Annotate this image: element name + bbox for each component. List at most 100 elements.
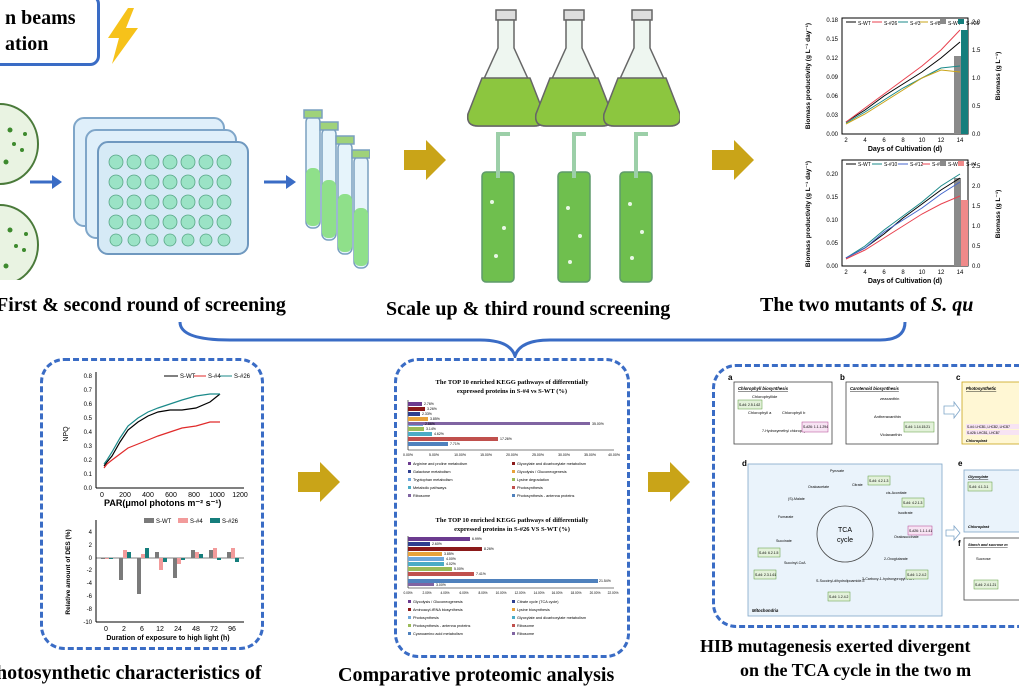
kegg1-xticks: 0.00% 5.00% 10.00% 15.00% 20.00% 25.00% … [403, 453, 620, 457]
kegg1-title-1: The TOP 10 enriched KEGG pathways of dif… [436, 379, 590, 386]
caption-mutants: The two mutants of S. qu [760, 294, 973, 317]
light-treatment-line1: n beams [5, 7, 76, 29]
chart-top-xtick-2: 6 [882, 138, 886, 144]
pathway-e-title: Glyoxylate [968, 474, 989, 479]
kegg2-bar-label-0: 6.99% [472, 537, 482, 541]
process-arrow-2 [712, 140, 754, 180]
chart-mid-legend-0: S-WT [858, 162, 871, 168]
npq-ylabel: NPQ [63, 426, 70, 442]
tca-nodes: Pyruvate Citrate cis-Aconitate Isocitrat… [776, 469, 919, 583]
kegg1-xtick-1: 5.00% [429, 453, 439, 457]
tca-node-3: Isocitrate [898, 511, 913, 515]
tca-node-5: 2-Oxoglutarate [884, 557, 908, 561]
npq-ytick-1: 0.1 [84, 472, 93, 478]
kegg2-xtick-8: 16.00% [552, 591, 563, 595]
des-xtick-2: 6 [140, 626, 144, 633]
chart-mid-xtick-4: 10 [919, 270, 926, 276]
kegg1-xtick-4: 20.00% [506, 453, 518, 457]
blue-arrow-icon-2 [264, 175, 296, 189]
pathway-a-n2: Chlorophyll a [748, 410, 772, 415]
kegg2-bar-labels: 6.99% 2.60% 8.26% 3.85% 4.00% 4.02% 5.00… [432, 537, 611, 587]
pathway-c-letter: c [956, 373, 961, 382]
npq-xtick-3: 600 [165, 492, 177, 499]
kegg1-bar-label-9: 7.71% [450, 442, 460, 446]
pathway-f-e1: S-#4: 2.4.1.21 [975, 583, 996, 587]
pathway-b-title: Carotenoid biosynthesis [850, 386, 900, 391]
des-legend-2: S-#26 [222, 519, 239, 525]
kegg1-bar-label-5: 3.14% [426, 427, 436, 431]
des-xticks: 0 2 6 12 24 48 72 96 [104, 626, 236, 633]
kegg1-xtick-8: 40.00% [608, 453, 620, 457]
kegg2-title-2: expressed proteins in S-#26 VS S-WT (%) [454, 526, 570, 533]
kegg2-xtick-4: 8.00% [478, 591, 487, 595]
chart-mid-ytick-0: 0.00 [826, 264, 838, 270]
pathway-b-n1: zeaxanthin [880, 396, 899, 401]
tca-enzymes: S-#4: 4.2.1.3 S-#4: 4.2.1.3 S-#26: 1.1.1… [753, 475, 932, 602]
caption-hib-1: HIB mutagenesis exerted divergent [700, 636, 971, 656]
kegg1-xtick-6: 30.00% [558, 453, 570, 457]
des-ytick-1: -8 [87, 607, 93, 613]
pathway-f-n1: Sucrose [976, 556, 991, 561]
kegg2-bar-label-1: 2.60% [432, 542, 442, 546]
kegg2-xticks: 0.00% 2.00% 4.00% 6.00% 8.00% 10.00% 12.… [403, 591, 618, 595]
des-chart: S-WT S-#4 S-#26 -10 -8 -6 -4 -2 0 2 4 0 … [65, 518, 244, 642]
npq-ytick-6: 0.6 [84, 402, 93, 408]
chart-top-legend-4: S-WT [948, 21, 961, 27]
tca-node-6: 3-Carboxy-1-hydroxypropyl-ThPP [862, 577, 916, 581]
npq-ytick-5: 0.5 [84, 416, 93, 422]
tca-enzyme-5: S-#4: 2.3.1.61 [755, 573, 776, 577]
tca-enzyme-1: S-#4: 4.2.1.3 [903, 501, 923, 505]
chart-mid-yticks: 0.00 0.05 0.10 0.15 0.20 [826, 172, 838, 270]
tca-node-0: Pyruvate [830, 469, 844, 473]
chart-mid-y2tick-5: 2.5 [972, 164, 981, 170]
chart-top-bar-wt [954, 56, 961, 134]
chart-mid-legend-4: S-WT [948, 162, 961, 168]
kegg2-legend-7: Ribosome [517, 624, 534, 628]
pathway-a-n3: Chlorophyll b [782, 410, 806, 415]
chart-top-legend-1: S-#26 [884, 21, 898, 27]
des-ylabel: Relative amount of DES (%) [65, 529, 72, 614]
tca-enzyme-4: S-#4: 1.2.4.2 [829, 595, 849, 599]
kegg2-legend-1: Citrate cycle (TCA cycle) [517, 600, 559, 604]
kegg-chart-1: The TOP 10 enriched KEGG pathways of dif… [403, 379, 620, 498]
light-treatment-box: n beams ation [0, 0, 100, 66]
pathways-diagram: a Chlorophyll biosynthesis Chlorophyllid… [728, 373, 1019, 617]
pathway-b-e1: S-#4: 1.14.15.21 [905, 425, 930, 429]
npq-xticks: 0 200 400 600 800 1000 1200 [100, 492, 248, 499]
chart-mid-xlabel: Days of Cultivation (d) [868, 278, 942, 285]
chart-top-ytick-1: 0.03 [826, 113, 838, 119]
chart-top-xtick-1: 4 [863, 138, 867, 144]
caption-scale-up: Scale up & third round screening [386, 298, 671, 320]
pathway-b-n2: Antheraxanthin [874, 414, 901, 419]
kegg2-legend-3: Lysine biosynthesis [517, 608, 550, 612]
kegg1-xtick-0: 0.00% [403, 453, 413, 457]
chart-mid-xticks: 2 4 6 8 10 12 14 [844, 270, 964, 276]
chart-mid-lines [845, 173, 961, 260]
chart-top-y2tick-2: 1.0 [972, 76, 981, 82]
pathway-d-letter: d [742, 459, 747, 468]
pathway-a-letter: a [728, 373, 733, 382]
kegg1-xtick-7: 35.00% [584, 453, 596, 457]
pathway-b-letter: b [840, 373, 845, 382]
kegg1-bar-label-6: 4.62% [434, 432, 444, 436]
npq-xtick-5: 1000 [209, 492, 225, 499]
tca-enzyme-6: S-#4: 6.2.1.5 [759, 551, 779, 555]
kegg1-legend-9: Photosynthesis - antenna proteins [517, 494, 575, 498]
kegg2-xtick-1: 2.00% [422, 591, 431, 595]
chart-top-xtick-0: 2 [844, 138, 848, 144]
chart-mid-xtick-5: 12 [938, 270, 945, 276]
kegg2-legend-6: Photosynthesis - antenna proteins [413, 624, 471, 628]
blue-arrow-icon [30, 175, 62, 189]
npq-ytick-7: 0.7 [84, 388, 93, 394]
des-ytick-3: -4 [87, 581, 93, 587]
caption-proteomic: Comparative proteomic analysis [338, 664, 615, 686]
des-xtick-1: 2 [122, 626, 126, 633]
des-yticks: -10 -8 -6 -4 -2 0 2 4 [83, 530, 92, 626]
chart-top-legend-3: S-#8 [930, 21, 941, 27]
kegg1-legend-5: Lysine degradation [517, 478, 549, 482]
des-ytick-0: -10 [83, 620, 92, 626]
brace-connector [178, 321, 907, 358]
chart-mid-xtick-3: 8 [901, 270, 905, 276]
des-xlabel: Duration of exposure to high light (h) [106, 635, 229, 642]
tca-node-8: Succinyl-CoA [784, 561, 806, 565]
